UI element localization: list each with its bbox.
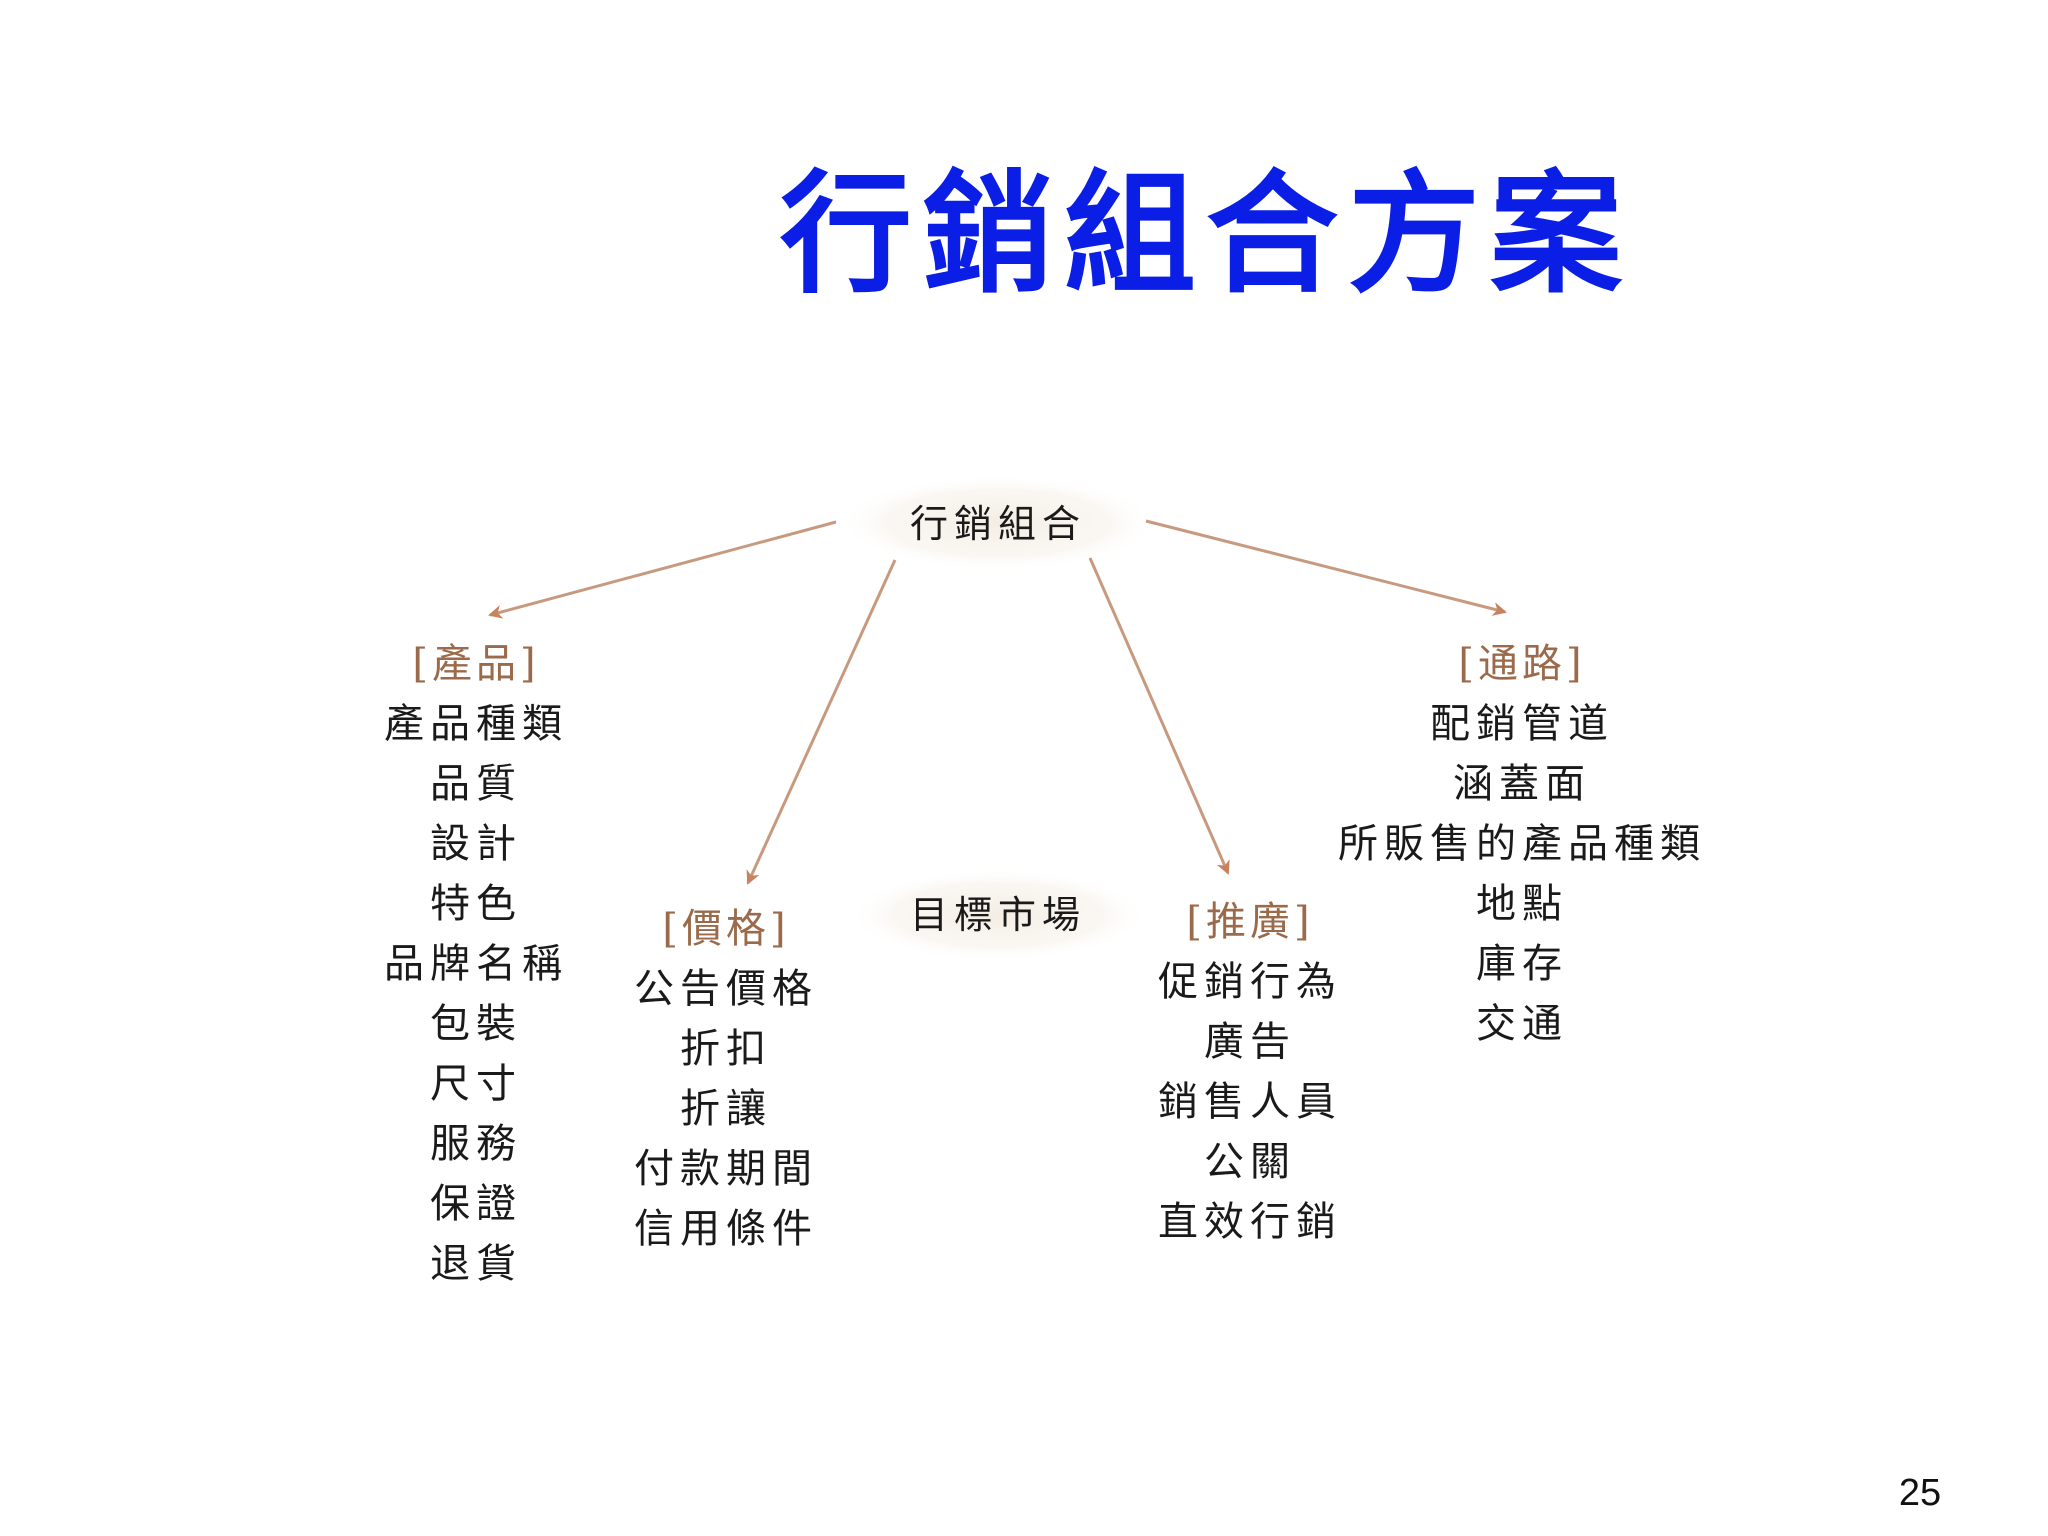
promotion-item: 直效行銷 [1158, 1199, 1342, 1245]
price-item: 折扣 [680, 1026, 772, 1072]
category-promotion-label: [推廣] [1186, 899, 1313, 945]
product-item: 包裝 [430, 1001, 522, 1047]
place-item: 交通 [1476, 1001, 1568, 1047]
product-item: 保證 [430, 1181, 522, 1227]
price-item: 折讓 [680, 1086, 772, 1132]
center-glow [848, 869, 1148, 961]
hub-label: 行銷組合 [910, 502, 1086, 546]
product-item: 品質 [430, 761, 522, 807]
promotion-item: 促銷行為 [1158, 959, 1342, 1005]
category-product-label: [產品] [412, 641, 539, 687]
page-number: 25 [1898, 1472, 1942, 1514]
promotion-item: 公關 [1204, 1139, 1296, 1185]
product-item: 服務 [430, 1121, 522, 1167]
product-item: 設計 [430, 821, 522, 867]
promotion-item: 銷售人員 [1158, 1079, 1342, 1125]
place-item: 地點 [1476, 881, 1568, 927]
category-price-label: [價格] [662, 906, 789, 952]
place-item: 配銷管道 [1430, 701, 1614, 747]
center-label: 目標市場 [910, 893, 1086, 937]
place-item: 庫存 [1476, 941, 1568, 987]
hub-glow [838, 475, 1158, 571]
product-item: 特色 [430, 881, 522, 927]
category-place-label: [通路] [1458, 641, 1585, 687]
arrow-to-price [746, 559, 897, 885]
product-item: 產品種類 [384, 701, 568, 747]
product-item: 退貨 [430, 1241, 522, 1287]
price-item: 公告價格 [634, 966, 818, 1012]
product-item: 品牌名稱 [384, 941, 568, 987]
product-item: 尺寸 [430, 1061, 522, 1107]
arrow-to-product [488, 520, 837, 619]
arrow-to-place [1145, 519, 1507, 616]
arrow-to-promotion [1088, 557, 1230, 875]
price-item: 付款期間 [634, 1146, 818, 1192]
place-item: 涵蓋面 [1453, 761, 1591, 807]
slide-title: 行銷組合方案 [780, 158, 1632, 312]
place-item: 所販售的產品種類 [1338, 821, 1706, 867]
price-item: 信用條件 [634, 1206, 818, 1252]
promotion-item: 廣告 [1204, 1019, 1296, 1065]
